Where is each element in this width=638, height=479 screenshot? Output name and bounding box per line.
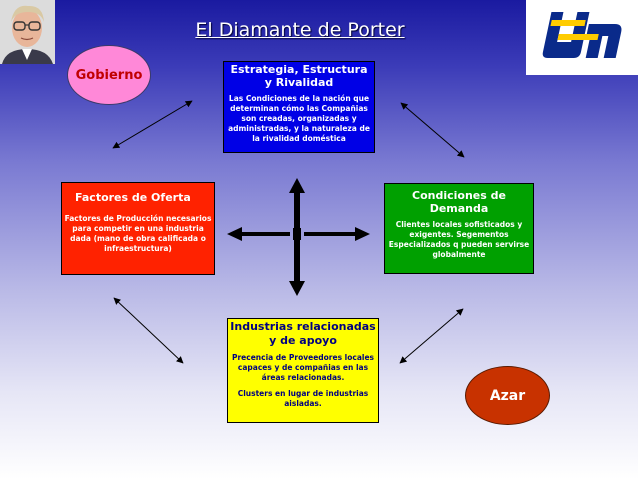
industrias-box: Industrias relacionadas y de apoyo Prece… [227,318,379,423]
arrow-factores-industrias [113,297,184,364]
condiciones-body: Clientes locales sofisticados y exigente… [388,220,530,259]
arrow-estrategia-condiciones [400,102,465,158]
usm-logo [526,0,638,75]
factores-body: Factores de Producción necesarios para c… [64,214,212,253]
azar-node: Azar [465,366,550,425]
industrias-body: Precencia de Proveedores locales capaces… [231,353,375,382]
arrow-gobierno-estrategia [112,100,193,149]
cross-arrows-icon [227,178,370,296]
condiciones-box: Condiciones de Demanda Clientes locales … [384,183,534,274]
arrow-condiciones-industrias [399,308,464,364]
condiciones-heading: Condiciones de Demanda [412,189,506,215]
slide-title: El Diamante de Porter [195,19,405,41]
gobierno-node: Gobierno [67,45,151,105]
industrias-heading: Industrias relacionadas y de apoyo [230,320,376,347]
portrait-photo [0,0,55,64]
estrategia-heading: Estrategia, Estructura y Rivalidad [230,63,368,89]
estrategia-body: Las Condiciones de la nación que determi… [228,94,370,143]
industrias-body-clusters: Clusters en lugar de industrias aisladas… [237,389,369,408]
estrategia-box: Estrategia, Estructura y Rivalidad Las C… [223,61,375,153]
factores-box: Factores de Oferta Factores de Producció… [61,182,215,275]
factores-heading: Factores de Oferta [75,191,191,204]
